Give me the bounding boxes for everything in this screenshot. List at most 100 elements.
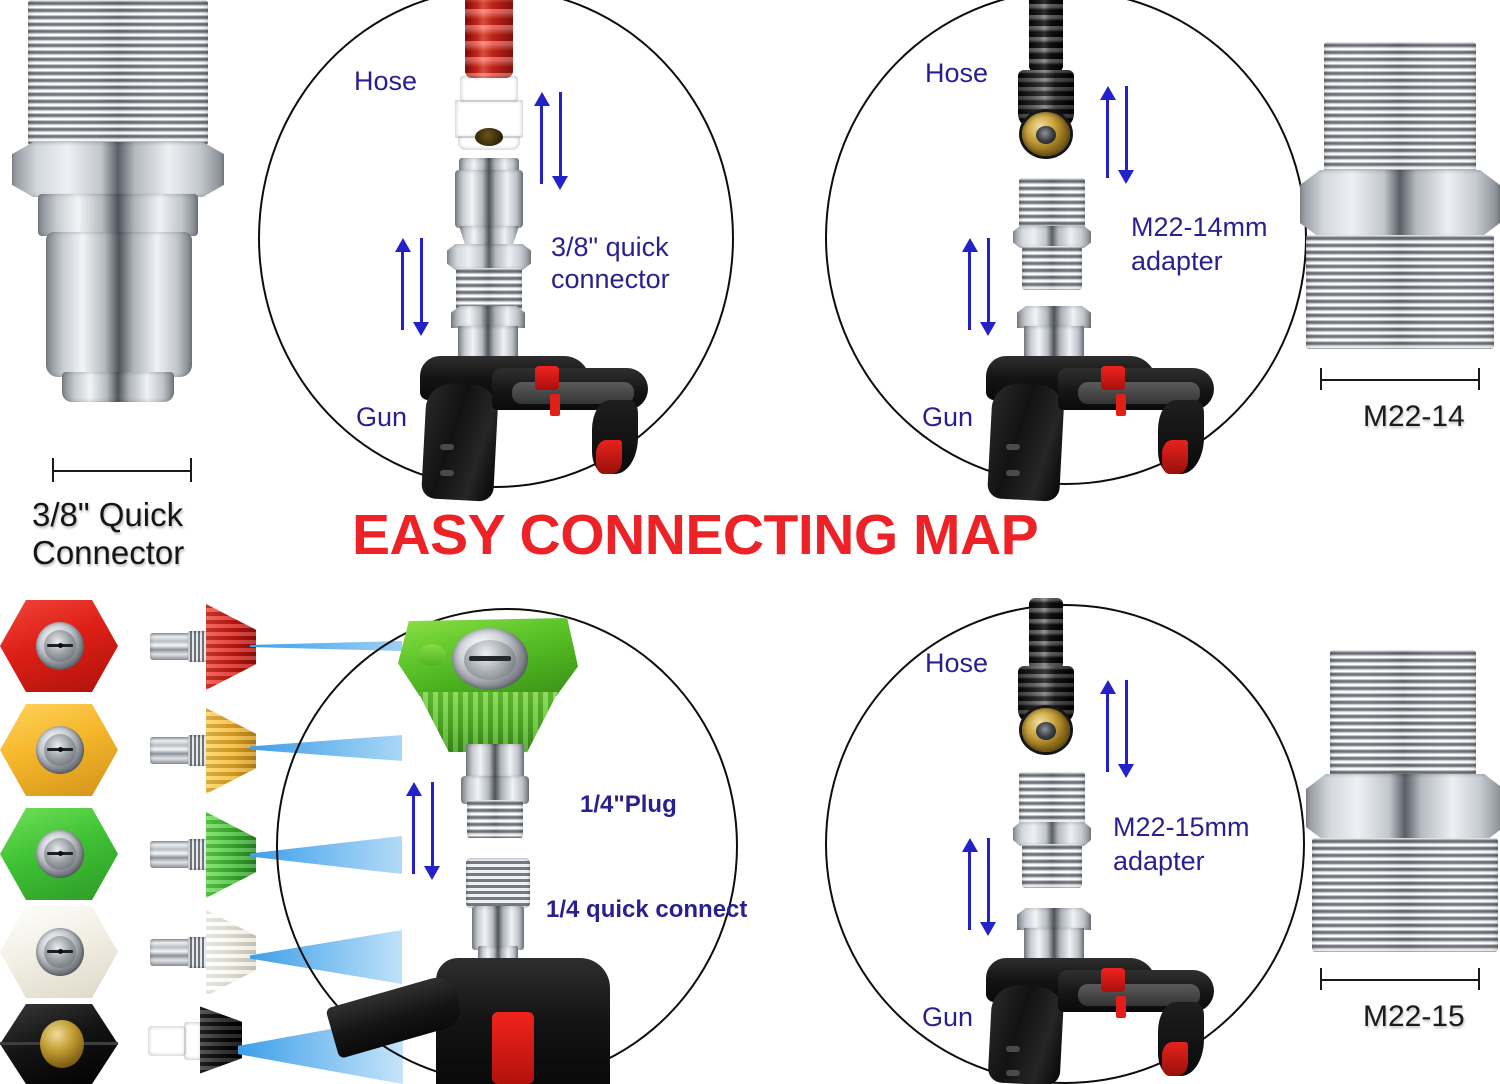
label-hose-tl: Hose [354, 66, 418, 96]
red-nozzle-spray-fan [250, 641, 402, 651]
black-nozzle-brass-insert [40, 1020, 84, 1068]
page-title: EASY CONNECTING MAP [352, 503, 1039, 567]
gun-inlet-fitting-br [1017, 908, 1091, 930]
black-hose-br [1029, 598, 1063, 670]
quick-connector-male-thread [28, 0, 208, 145]
gun-handle-tr [987, 382, 1065, 502]
white-nozzle-side-plug [150, 939, 190, 966]
quick-connector-body [46, 232, 192, 377]
green-nozzle-large-tab [418, 644, 446, 666]
product-adapter-m22-15 [1300, 620, 1500, 964]
connector-plug-body [455, 170, 523, 228]
adapter-upper-thread-br [1019, 772, 1085, 824]
gun-safety-lock-tl [535, 366, 559, 390]
label-part-tr-line1: M22-14mm [1131, 212, 1268, 242]
gun-handle-notch2-tl [440, 470, 454, 476]
m22-15-upper-thread [1330, 650, 1476, 776]
m22-14-dimension-bracket [1320, 368, 1480, 390]
gun-inlet-neck-br [1024, 928, 1084, 962]
quarter-plug-shoulder [461, 776, 529, 804]
red-nozzle-orifice [58, 643, 63, 648]
hose-brass-ferrule [460, 76, 518, 102]
label-quarter-quick-connect: 1/4 quick connect [546, 896, 748, 923]
label-gun-tr: Gun [922, 402, 974, 432]
connector-plug-head [459, 158, 519, 172]
quarter-quick-connect-body [472, 906, 524, 950]
gun-handle-notch-br [1006, 1046, 1020, 1052]
label-part-br-line1: M22-15mm [1113, 812, 1250, 842]
quick-connector-collar [38, 194, 198, 236]
gun-red-strip-tr [1116, 394, 1126, 416]
adapter-hex-br [1013, 822, 1091, 846]
label-part-tl-line2: connector [551, 264, 670, 294]
arrow-pair-upper-br [1100, 680, 1134, 780]
gun-inlet-fitting-tl [451, 306, 525, 328]
adapter-lower-thread-tr [1022, 246, 1082, 290]
quick-connector-tip [62, 372, 174, 402]
red-hose [465, 0, 513, 78]
connector-hex [447, 244, 531, 270]
label-part-tr-line2: adapter [1131, 246, 1223, 276]
quick-connector-hex-nut [12, 142, 224, 197]
label-quarter-plug: 1/4"Plug [580, 791, 677, 818]
red-nozzle-side-plug [150, 633, 190, 660]
m22-14-caption: M22-14 [1363, 400, 1465, 433]
gun-inlet-neck-tr [1024, 326, 1084, 360]
gun-red-strip-br [1116, 996, 1126, 1018]
m22-15-hex-nut [1306, 774, 1500, 842]
m22-15-lower-thread [1312, 838, 1498, 952]
black-nozzle-side-plug [148, 1026, 186, 1056]
gun-inlet-fitting-tr [1017, 306, 1091, 328]
gun-trigger-red-tr [1162, 440, 1188, 474]
gun-trigger-red-br [1162, 1042, 1188, 1076]
gun-safety-lock-tr [1101, 366, 1125, 390]
m22-14-hex-nut [1300, 170, 1500, 238]
gun-handle-notch2-br [1006, 1070, 1020, 1076]
yellow-nozzle-orifice [58, 747, 63, 752]
gun-inlet-neck-tl [458, 326, 518, 360]
gun-handle-notch2-tr [1006, 470, 1020, 476]
m22-15-dimension-bracket [1320, 968, 1480, 990]
gun-handle-br [987, 984, 1065, 1084]
gun-red-button-bc [492, 1012, 534, 1084]
black-nozzle-side-collar [184, 1022, 202, 1060]
quick-connector-caption-line2: Connector [32, 534, 185, 571]
product-adapter-m22-14 [1300, 20, 1500, 360]
arrow-pair-lower-tl [395, 238, 429, 338]
gun-handle-notch-tl [440, 444, 454, 450]
red-nozzle-side-cap [206, 604, 256, 690]
m22-center-hole-tr [1036, 126, 1056, 144]
green-nozzle-side-ribs [188, 839, 210, 870]
adapter-lower-thread-br [1022, 844, 1082, 888]
arrow-pair-upper-tr [1100, 86, 1134, 186]
green-nozzle-large-slot [469, 656, 511, 661]
green-nozzle-side-plug [150, 841, 190, 868]
white-nozzle-orifice [58, 949, 63, 954]
label-gun-br: Gun [922, 1002, 974, 1032]
black-hose-tr [1029, 0, 1063, 72]
adapter-hex-tr [1013, 226, 1091, 248]
label-gun-tl: Gun [356, 402, 408, 432]
quick-connector-dimension-bracket [52, 458, 192, 482]
label-hose-tr: Hose [925, 58, 989, 88]
green-nozzle-orifice [58, 851, 63, 856]
black-nozzle-side-cap [200, 1006, 242, 1074]
m22-center-hole-br [1036, 722, 1056, 740]
gun-handle-notch-tr [1006, 444, 1020, 450]
arrow-pair-lower-tr [962, 238, 996, 338]
arrow-pair-bc [406, 782, 440, 882]
hose-socket-opening [475, 128, 503, 146]
white-nozzle-side-cap [206, 910, 256, 996]
quarter-plug-thread [467, 800, 523, 838]
label-hose-br: Hose [925, 648, 989, 678]
gun-trigger-red-tl [596, 440, 622, 474]
gun-red-strip-tl [550, 394, 560, 416]
arrow-pair-lower-br [962, 838, 996, 938]
m22-14-upper-thread [1324, 42, 1476, 172]
white-nozzle-side-ribs [188, 937, 210, 968]
yellow-nozzle-side-ribs [188, 735, 210, 766]
quick-connector-caption-line1: 3/8" Quick [32, 496, 184, 533]
diagram-circle-bottom-right [825, 604, 1305, 1084]
diagram-circle-top-left [258, 0, 734, 488]
